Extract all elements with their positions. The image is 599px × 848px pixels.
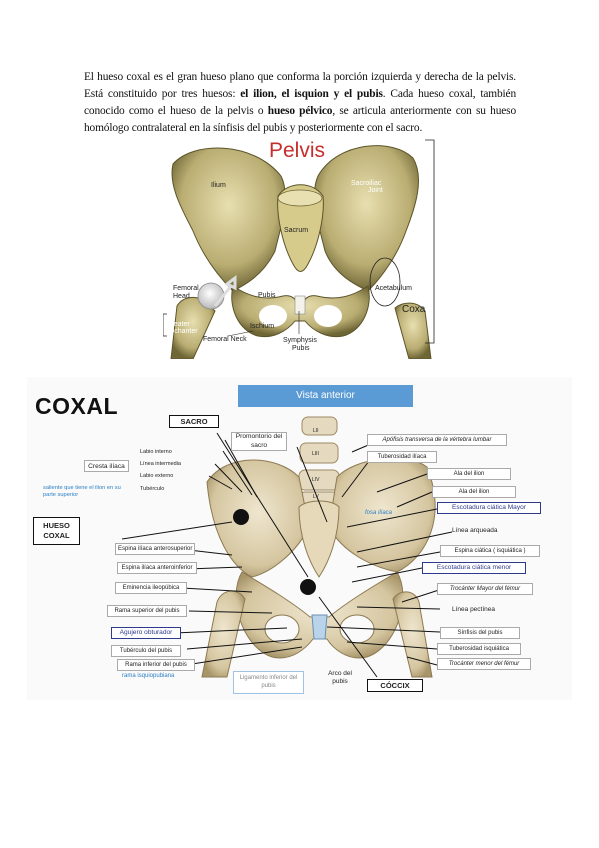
- label-agujero-obturador: Agujero obturador: [111, 627, 181, 639]
- hueso-coxal-box: HUESO COXAL: [33, 517, 80, 545]
- label-femoral-head-1: Femoral: [173, 285, 199, 292]
- ligamento-box: Ligamento inferior del pubis: [233, 671, 304, 694]
- labio-externo-label: Labio externo: [140, 473, 174, 479]
- label-espina-anterosuperior: Espina ilíaca anterosuperior: [115, 543, 195, 555]
- label-eminencia-ileopubica: Eminencia ileopúbica: [115, 582, 187, 594]
- label-sacrum: Sacrum: [284, 227, 309, 234]
- label-symphysis-1: Symphysis: [283, 337, 317, 344]
- label-escotadura-mayor: Escotadura ciática Mayor: [437, 502, 541, 514]
- label-trocanter-mayor: Trocánter Mayor del fémur: [437, 583, 533, 595]
- paragraph-bold-bones: el ilion, el isquion y el pubis: [240, 88, 383, 100]
- label-symphysis-2: Pubis: [292, 345, 310, 352]
- cresta-iliaca-box: Cresta ilíaca: [84, 460, 129, 472]
- label-apofisis: Apófisis transversa de la vértebra lumba…: [367, 434, 507, 446]
- label-femoral-neck: Femoral Neck: [203, 336, 247, 343]
- vertebra-lii: LII: [313, 428, 319, 434]
- label-rama-inferior-pubis: Rama inferior del pubis: [117, 659, 195, 671]
- pelvis-figure: Pelvis Ilium Sacroiliac Joint Sacrum Fem…: [163, 136, 439, 359]
- coxa-label: Coxa: [402, 304, 426, 315]
- label-acetabulum: Acetabulum: [375, 285, 412, 292]
- label-rama-superior-pubis: Rama superior del pubis: [107, 605, 187, 617]
- paragraph-text-1: El hueso coxal es el gran hueso plano qu…: [84, 71, 516, 100]
- tuberculo-label: Tubérculo: [140, 486, 165, 492]
- vista-anterior-header: Vista anterior: [238, 385, 413, 407]
- labio-interno-label: Labio interno: [140, 449, 172, 455]
- cresta-note: saliente que tiene el ilion en su parte …: [43, 485, 121, 498]
- paragraph-bold-pelvic: hueso pélvico: [267, 105, 333, 117]
- label-escotadura-menor: Escotadura ciática menor: [422, 562, 526, 574]
- label-ischium: Ischium: [250, 323, 275, 330]
- label-tuberosidad-iliaca: Tuberosidad ilíaca: [367, 451, 437, 463]
- label-sacroiliac-1: Sacroiliac: [351, 180, 382, 187]
- coxal-title: COXAL: [35, 393, 118, 419]
- coxal-figure: COXAL Vista anterior SACRO Promontorio d…: [27, 377, 572, 700]
- label-linea-pectinea: Línea pectínea: [452, 606, 496, 613]
- coxal-illustration: [121, 416, 453, 678]
- label-rama-isquiopubiana: rama isquiopubiana: [122, 673, 175, 679]
- label-linea-arqueada: Línea arqueada: [452, 527, 498, 534]
- pelvis-title: Pelvis: [269, 139, 326, 162]
- sacro-box: SACRO: [169, 415, 219, 428]
- paragraph-text-3: , se articula anteriormente con su hueso…: [84, 105, 516, 134]
- label-ala-ilion-2: Ala del ilion: [432, 486, 516, 498]
- label-trocanter-menor: Trocánter menor del fémur: [437, 658, 531, 670]
- label-sinfisis-pubis: Sínfisis del pubis: [440, 627, 520, 639]
- label-pubis: Pubis: [258, 292, 276, 299]
- label-greater-trochanter-1: Greater: [166, 321, 190, 328]
- label-ala-ilion-1: Ala del ilion: [427, 468, 511, 480]
- label-tuberculo-pubis: Tubérculo del pubis: [111, 645, 181, 657]
- arco-pubis-label: Arco del pubis: [328, 670, 352, 685]
- label-femoral-head-2: Head: [173, 293, 190, 300]
- label-espina-anteroinferior: Espina ilíaca anteroinferior: [117, 562, 197, 574]
- paragraph-text-2: . Cada hueso coxal, también conocido com…: [84, 88, 516, 117]
- vertebra-liv: LIV: [312, 477, 320, 483]
- linea-intermedia-label: Línea intermedia: [140, 461, 181, 467]
- promontorio-box: Promontorio del sacro: [231, 432, 287, 451]
- vertebra-liii: LIII: [312, 451, 319, 457]
- label-ilium: Ilium: [211, 182, 226, 189]
- label-greater-trochanter-2: Trochanter: [164, 328, 198, 335]
- label-espina-ciatica: Espina ciática ( isquiática ): [440, 545, 540, 557]
- vertebra-lv: LV: [313, 494, 319, 500]
- pelvis-illustration: [163, 139, 435, 359]
- label-sacroiliac-2: Joint: [368, 187, 383, 194]
- coccix-box: CÓCCIX: [367, 679, 423, 692]
- label-fosa-iliaca: fosa ilíaca: [365, 510, 393, 516]
- intro-paragraph: El hueso coxal es el gran hueso plano qu…: [84, 69, 516, 137]
- label-tuberosidad-isquiatica: Tuberosidad isquiática: [437, 643, 521, 655]
